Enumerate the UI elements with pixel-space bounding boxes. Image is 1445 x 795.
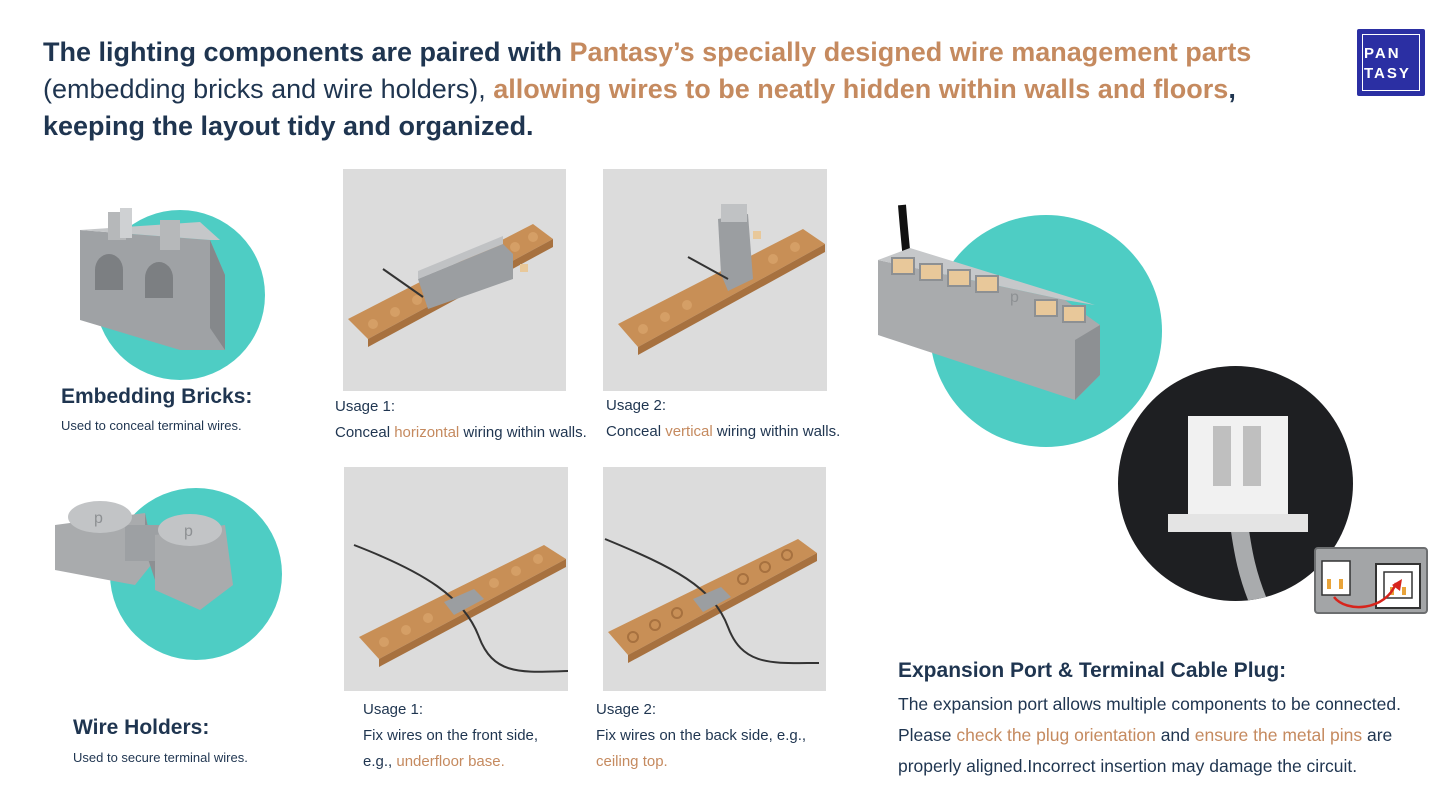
svg-text:p: p: [184, 523, 193, 540]
usage-bottom-2-caption: Usage 2: Fix wires on the back side, e.g…: [596, 697, 806, 775]
usage-top-2-pre: Conceal: [606, 423, 666, 440]
expansion-mid2: and: [1155, 725, 1195, 745]
svg-text:p: p: [94, 510, 103, 527]
usage-top-2-caption: Usage 2: Conceal vertical wiring within …: [606, 393, 840, 445]
headline-part3: (embedding bricks and wire holders),: [43, 74, 494, 104]
usage-horizontal-photo: [343, 169, 566, 391]
embedding-title: Embedding Bricks:: [61, 385, 253, 408]
wire-holder-image: p p: [50, 485, 290, 665]
logo-line2: TASY: [1364, 65, 1411, 82]
expansion-post2: are: [1362, 725, 1393, 745]
embedding-brick-image: [60, 200, 280, 380]
expansion-accent2: ensure the metal pins: [1194, 725, 1363, 745]
usage-back-photo: [603, 467, 826, 691]
headline-part4: allowing wires to be neatly hidden withi…: [493, 74, 1229, 104]
terminal-plug-photo: [1118, 366, 1353, 601]
expansion-line1: The expansion port allows multiple compo…: [898, 694, 1401, 714]
usage-front-photo: [344, 467, 571, 691]
pantasy-logo: PAN TASY: [1357, 29, 1425, 96]
headline-part5: ,: [1228, 74, 1236, 104]
expansion-port-image: p: [870, 200, 1170, 450]
usage-bottom-1-label: Usage 1:: [363, 701, 424, 718]
expansion-body: The expansion port allows multiple compo…: [898, 689, 1443, 782]
usage-bottom-1-accent: underfloor base.: [396, 753, 505, 770]
headline-part6: keeping the layout tidy and organized.: [43, 111, 534, 141]
expansion-accent1: check the plug orientation: [956, 725, 1156, 745]
usage-top-2-post: wiring within walls.: [712, 423, 841, 440]
usage-bottom-1-caption: Usage 1: Fix wires on the front side, e.…: [363, 697, 538, 775]
holders-subtitle: Used to secure terminal wires.: [73, 750, 248, 765]
expansion-pre2: Please: [898, 725, 957, 745]
usage-top-2-accent: vertical: [665, 423, 713, 440]
usage-bottom-2-line1: Fix wires on the back side, e.g.,: [596, 727, 807, 744]
logo-line1: PAN: [1364, 45, 1401, 62]
expansion-line3: properly aligned.Incorrect insertion may…: [898, 756, 1358, 776]
usage-bottom-1-pre: e.g.,: [363, 753, 397, 770]
usage-top-1-accent: horizontal: [394, 424, 460, 441]
svg-text:p: p: [1010, 289, 1019, 306]
usage-top-1-label: Usage 1:: [335, 398, 396, 415]
usage-bottom-2-accent: ceiling top.: [596, 753, 668, 770]
plug-orientation-inset: [1314, 547, 1428, 614]
usage-top-1-pre: Conceal: [335, 424, 395, 441]
usage-top-2-label: Usage 2:: [606, 397, 667, 414]
holders-title: Wire Holders:: [73, 716, 210, 739]
headline: The lighting components are paired with …: [43, 34, 1333, 145]
headline-part2: Pantasy’s specially designed wire manage…: [569, 37, 1252, 67]
usage-bottom-2-label: Usage 2:: [596, 701, 657, 718]
usage-top-1-post: wiring within walls.: [459, 424, 587, 441]
headline-part1: The lighting components are paired with: [43, 37, 570, 67]
embedding-subtitle: Used to conceal terminal wires.: [61, 418, 242, 433]
usage-bottom-1-line1: Fix wires on the front side,: [363, 727, 539, 744]
usage-top-1-caption: Usage 1: Conceal horizontal wiring withi…: [335, 394, 587, 446]
expansion-title: Expansion Port & Terminal Cable Plug:: [898, 659, 1287, 682]
usage-vertical-photo: [603, 169, 827, 391]
